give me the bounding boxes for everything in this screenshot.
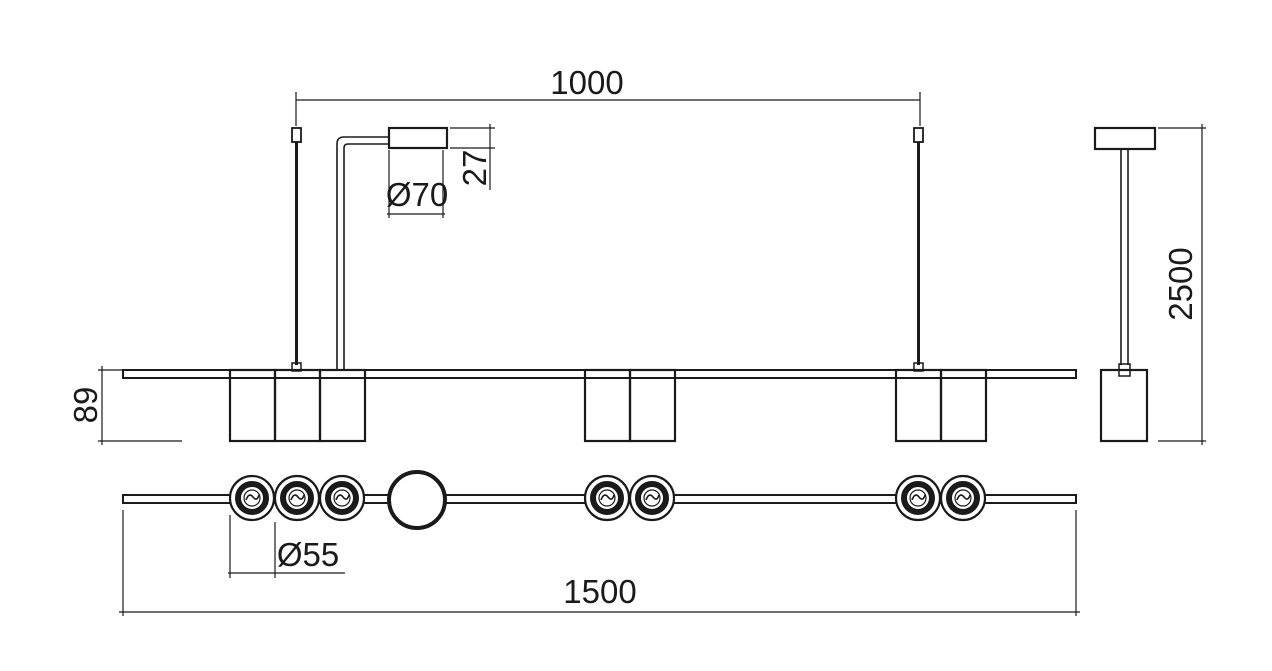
cable-length-label: 2500 (1162, 247, 1199, 320)
canopy (387, 126, 449, 150)
dimension-cable-length (1158, 124, 1206, 445)
side-spot-module (1099, 368, 1149, 443)
top-view (119, 470, 1080, 616)
spacing-label: 1000 (550, 64, 623, 101)
spot-lens (939, 474, 987, 522)
side-canopy (1093, 126, 1157, 151)
spot-lens (273, 474, 321, 522)
dimension-canopy-height (450, 124, 495, 190)
spot-lens (583, 474, 631, 522)
spot-lens (894, 474, 942, 522)
spot-group-2 (583, 368, 677, 443)
spot-diameter-label: Ø55 (277, 536, 339, 573)
spot-lens (628, 474, 676, 522)
canopy-diameter-label: Ø70 (386, 176, 448, 213)
side-view (1093, 124, 1206, 445)
dimension-spot-diameter (228, 515, 345, 578)
light-bar (122, 369, 1077, 379)
height-label: 89 (67, 387, 104, 424)
dimension-spacing (295, 92, 921, 126)
length-label: 1500 (563, 573, 636, 610)
dimension-length (119, 510, 1080, 616)
spot-lens (228, 474, 276, 522)
front-view (98, 124, 1077, 445)
suspension-cable-left (291, 127, 302, 372)
dimension-canopy-diameter (387, 150, 445, 218)
spot-group-1 (228, 368, 367, 443)
spot-lens (318, 474, 366, 522)
dimension-height (98, 366, 182, 445)
spot-group-3 (894, 368, 988, 443)
canopy-height-label: 27 (456, 150, 493, 187)
power-cable (336, 136, 389, 370)
canopy-ring (387, 470, 447, 530)
suspension-cable-right (913, 127, 924, 372)
